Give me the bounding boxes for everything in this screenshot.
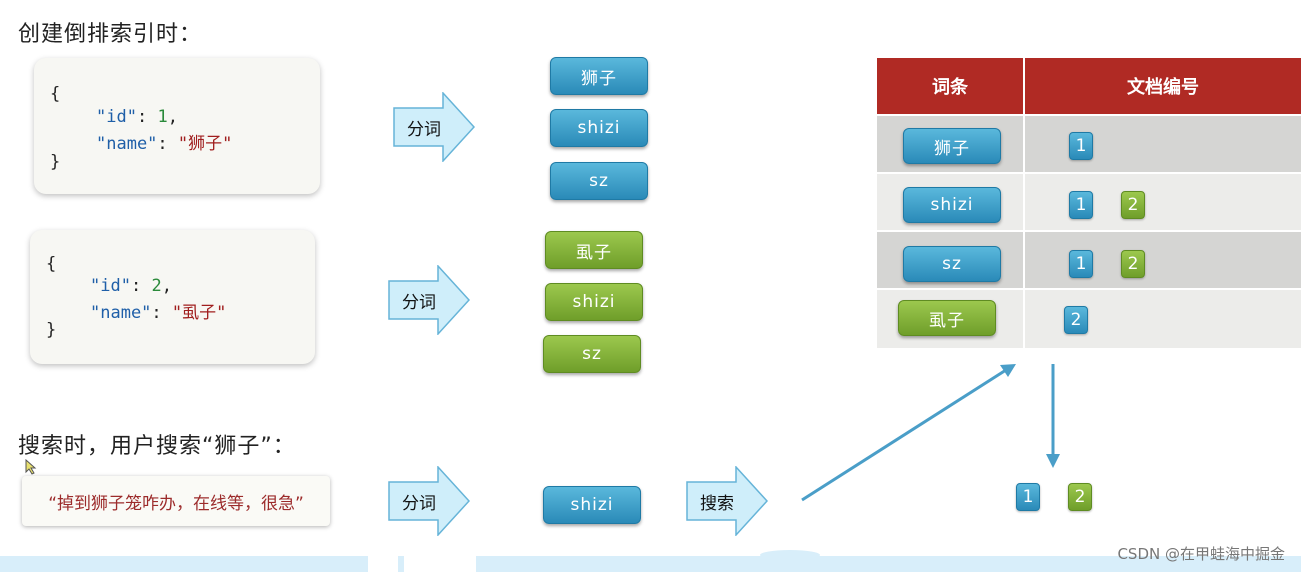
token-doc2-1: 虱子 [545, 231, 643, 269]
table-term-3: sz [903, 246, 1001, 282]
doc-id-badge: 1 [1069, 132, 1093, 160]
bottom-strip [0, 550, 1301, 572]
search-label: 搜索 [700, 493, 734, 514]
token-doc1-2: shizi [550, 109, 648, 147]
result-doc-id-2: 2 [1068, 483, 1092, 511]
token-doc1-1: 狮子 [550, 57, 648, 95]
result-doc-id-1: 1 [1016, 483, 1040, 511]
search-title: 搜索时，用户搜索“狮子”： [18, 434, 296, 459]
json-name-key: "name" [96, 134, 158, 154]
json-name-key: "name" [90, 303, 152, 323]
result-arrow-head [1046, 454, 1060, 468]
tokenize-label: 分词 [402, 292, 436, 313]
document-card-1: { "id": 1, "name": "狮子" } [34, 58, 320, 194]
table-column-divider [1023, 58, 1025, 348]
lookup-arrow-head [1000, 364, 1016, 377]
json-open-brace: { [50, 84, 61, 104]
table-header-doc-ids: 文档编号 [1025, 58, 1301, 114]
doc-id-badge: 2 [1064, 306, 1088, 334]
json-name-value: "虱子" [171, 303, 227, 323]
doc-id-badge: 2 [1121, 191, 1145, 219]
json-close-brace: } [50, 152, 61, 172]
token-doc1-3: sz [550, 162, 648, 200]
document-card-2: { "id": 2, "name": "虱子" } [30, 230, 315, 364]
create-index-title: 创建倒排索引时： [18, 22, 203, 47]
json-name-value: "狮子" [177, 134, 233, 154]
tokenize-arrow-1: 分词 [393, 92, 475, 162]
tokenize-arrow-2: 分词 [388, 265, 470, 335]
cursor-icon [25, 459, 37, 475]
json-id-key: "id" [90, 276, 131, 296]
query-card: “掉到狮子笼咋办，在线等，很急” [22, 476, 330, 526]
token-doc2-2: shizi [545, 283, 643, 321]
doc-id-badge: 1 [1069, 191, 1093, 219]
watermark: CSDN @在甲蛙海中掘金 [1117, 545, 1285, 563]
doc-id-badge: 2 [1121, 250, 1145, 278]
table-header-term: 词条 [877, 58, 1023, 114]
tokenize-label: 分词 [402, 493, 436, 514]
doc-id-badge: 1 [1069, 250, 1093, 278]
table-term-2: shizi [903, 187, 1001, 223]
tokenize-arrow-3: 分词 [388, 466, 470, 536]
json-id-key: "id" [96, 107, 137, 127]
table-term-1: 狮子 [903, 128, 1001, 164]
json-id-value: 1 [157, 107, 168, 127]
table-term-4: 虱子 [898, 300, 996, 336]
lookup-arrow-line [801, 368, 1007, 502]
json-close-brace: } [46, 320, 57, 340]
search-arrow: 搜索 [686, 466, 768, 536]
query-token: shizi [543, 486, 641, 524]
tokenize-label: 分词 [407, 119, 441, 140]
token-doc2-3: sz [543, 335, 641, 373]
json-open-brace: { [46, 254, 57, 274]
json-id-value: 2 [151, 276, 162, 296]
